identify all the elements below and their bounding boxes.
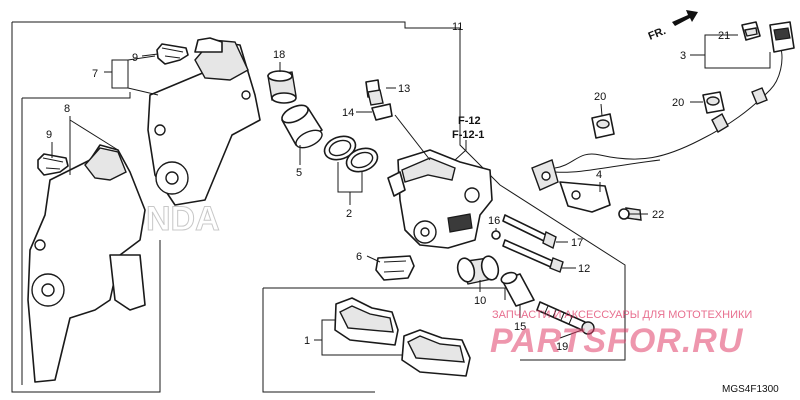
site-watermark-logo: PARTSFOR.RU: [490, 322, 744, 360]
callout-labels: 7 9 8 9 18 5 2 13 14 11 F-12 F-12-1 6 16…: [46, 21, 730, 353]
caliper-bracket-upper: [147, 37, 261, 206]
callout-17: 17: [571, 237, 583, 249]
callout-15: 15: [514, 321, 526, 333]
callout-16: 16: [488, 215, 500, 227]
callout-19: 19: [556, 341, 568, 353]
caliper-bracket-lower: [27, 144, 146, 383]
boot-15: [500, 271, 535, 307]
sensor-bracket-4: [559, 181, 611, 213]
piston-5: [281, 104, 323, 149]
callout-6: 6: [356, 251, 362, 263]
front-direction-label: FR.: [647, 25, 668, 43]
callout-5: 5: [296, 167, 302, 179]
boot-18: [267, 70, 297, 104]
callout-14: 14: [342, 107, 354, 119]
pad-spring-lower: [37, 153, 69, 176]
pad-set-frame: [262, 287, 506, 393]
callout-21: 21: [718, 30, 730, 42]
slide-pin-12: [502, 239, 564, 273]
caliper-assembly-frame: [405, 27, 626, 361]
diagram-code: MGS4F1300: [722, 384, 779, 395]
callout-1: 1: [304, 335, 310, 347]
callout-8: 8: [64, 103, 70, 115]
grommet-20-upper: [591, 113, 615, 139]
ref-f12: F-12: [458, 115, 481, 127]
callout-20-upper: 20: [594, 91, 606, 103]
callout-4: 4: [596, 169, 602, 181]
callout-10: 10: [474, 295, 486, 307]
leader-lines: [51, 34, 771, 356]
pin-16: [491, 230, 501, 240]
site-watermark: ЗАПЧАСТИ И АКСЕССУАРЫ ДЛЯ МОТОТЕХНИКИ PA…: [490, 309, 752, 360]
callout-9-upper: 9: [132, 52, 138, 64]
boot-10: [456, 255, 500, 285]
ref-f12-1: F-12-1: [452, 129, 484, 141]
grommet-20-lower: [702, 91, 725, 114]
brake-pad-front: [334, 297, 399, 346]
callout-20-lower: 20: [672, 97, 684, 109]
site-watermark-tagline: ЗАПЧАСТИ И АКСЕССУАРЫ ДЛЯ МОТОТЕХНИКИ: [492, 309, 752, 321]
pad-spring-6: [375, 255, 415, 281]
callout-12: 12: [578, 263, 590, 275]
callout-7: 7: [92, 68, 98, 80]
bleeder-cap: [371, 103, 393, 121]
clip-21: [741, 21, 761, 41]
wheel-speed-sensor: [531, 21, 795, 191]
callout-13: 13: [398, 83, 410, 95]
pad-spring-upper: [156, 43, 189, 65]
front-arrow-icon: [672, 10, 698, 26]
piston-seal-set: [323, 135, 379, 173]
callout-9-lower: 9: [46, 129, 52, 141]
pad-pin-17: [502, 214, 557, 250]
bracket-inner-frame: [21, 92, 131, 385]
front-direction-indicator: FR.: [647, 10, 698, 43]
callout-11: 11: [452, 21, 463, 33]
callout-2: 2: [346, 208, 352, 220]
callout-3: 3: [680, 50, 686, 62]
bleeder-screw: [365, 79, 384, 106]
callout-22: 22: [652, 209, 664, 221]
brake-pad-rear: [401, 329, 471, 377]
callout-18: 18: [273, 49, 285, 61]
caliper-body: [387, 149, 493, 249]
